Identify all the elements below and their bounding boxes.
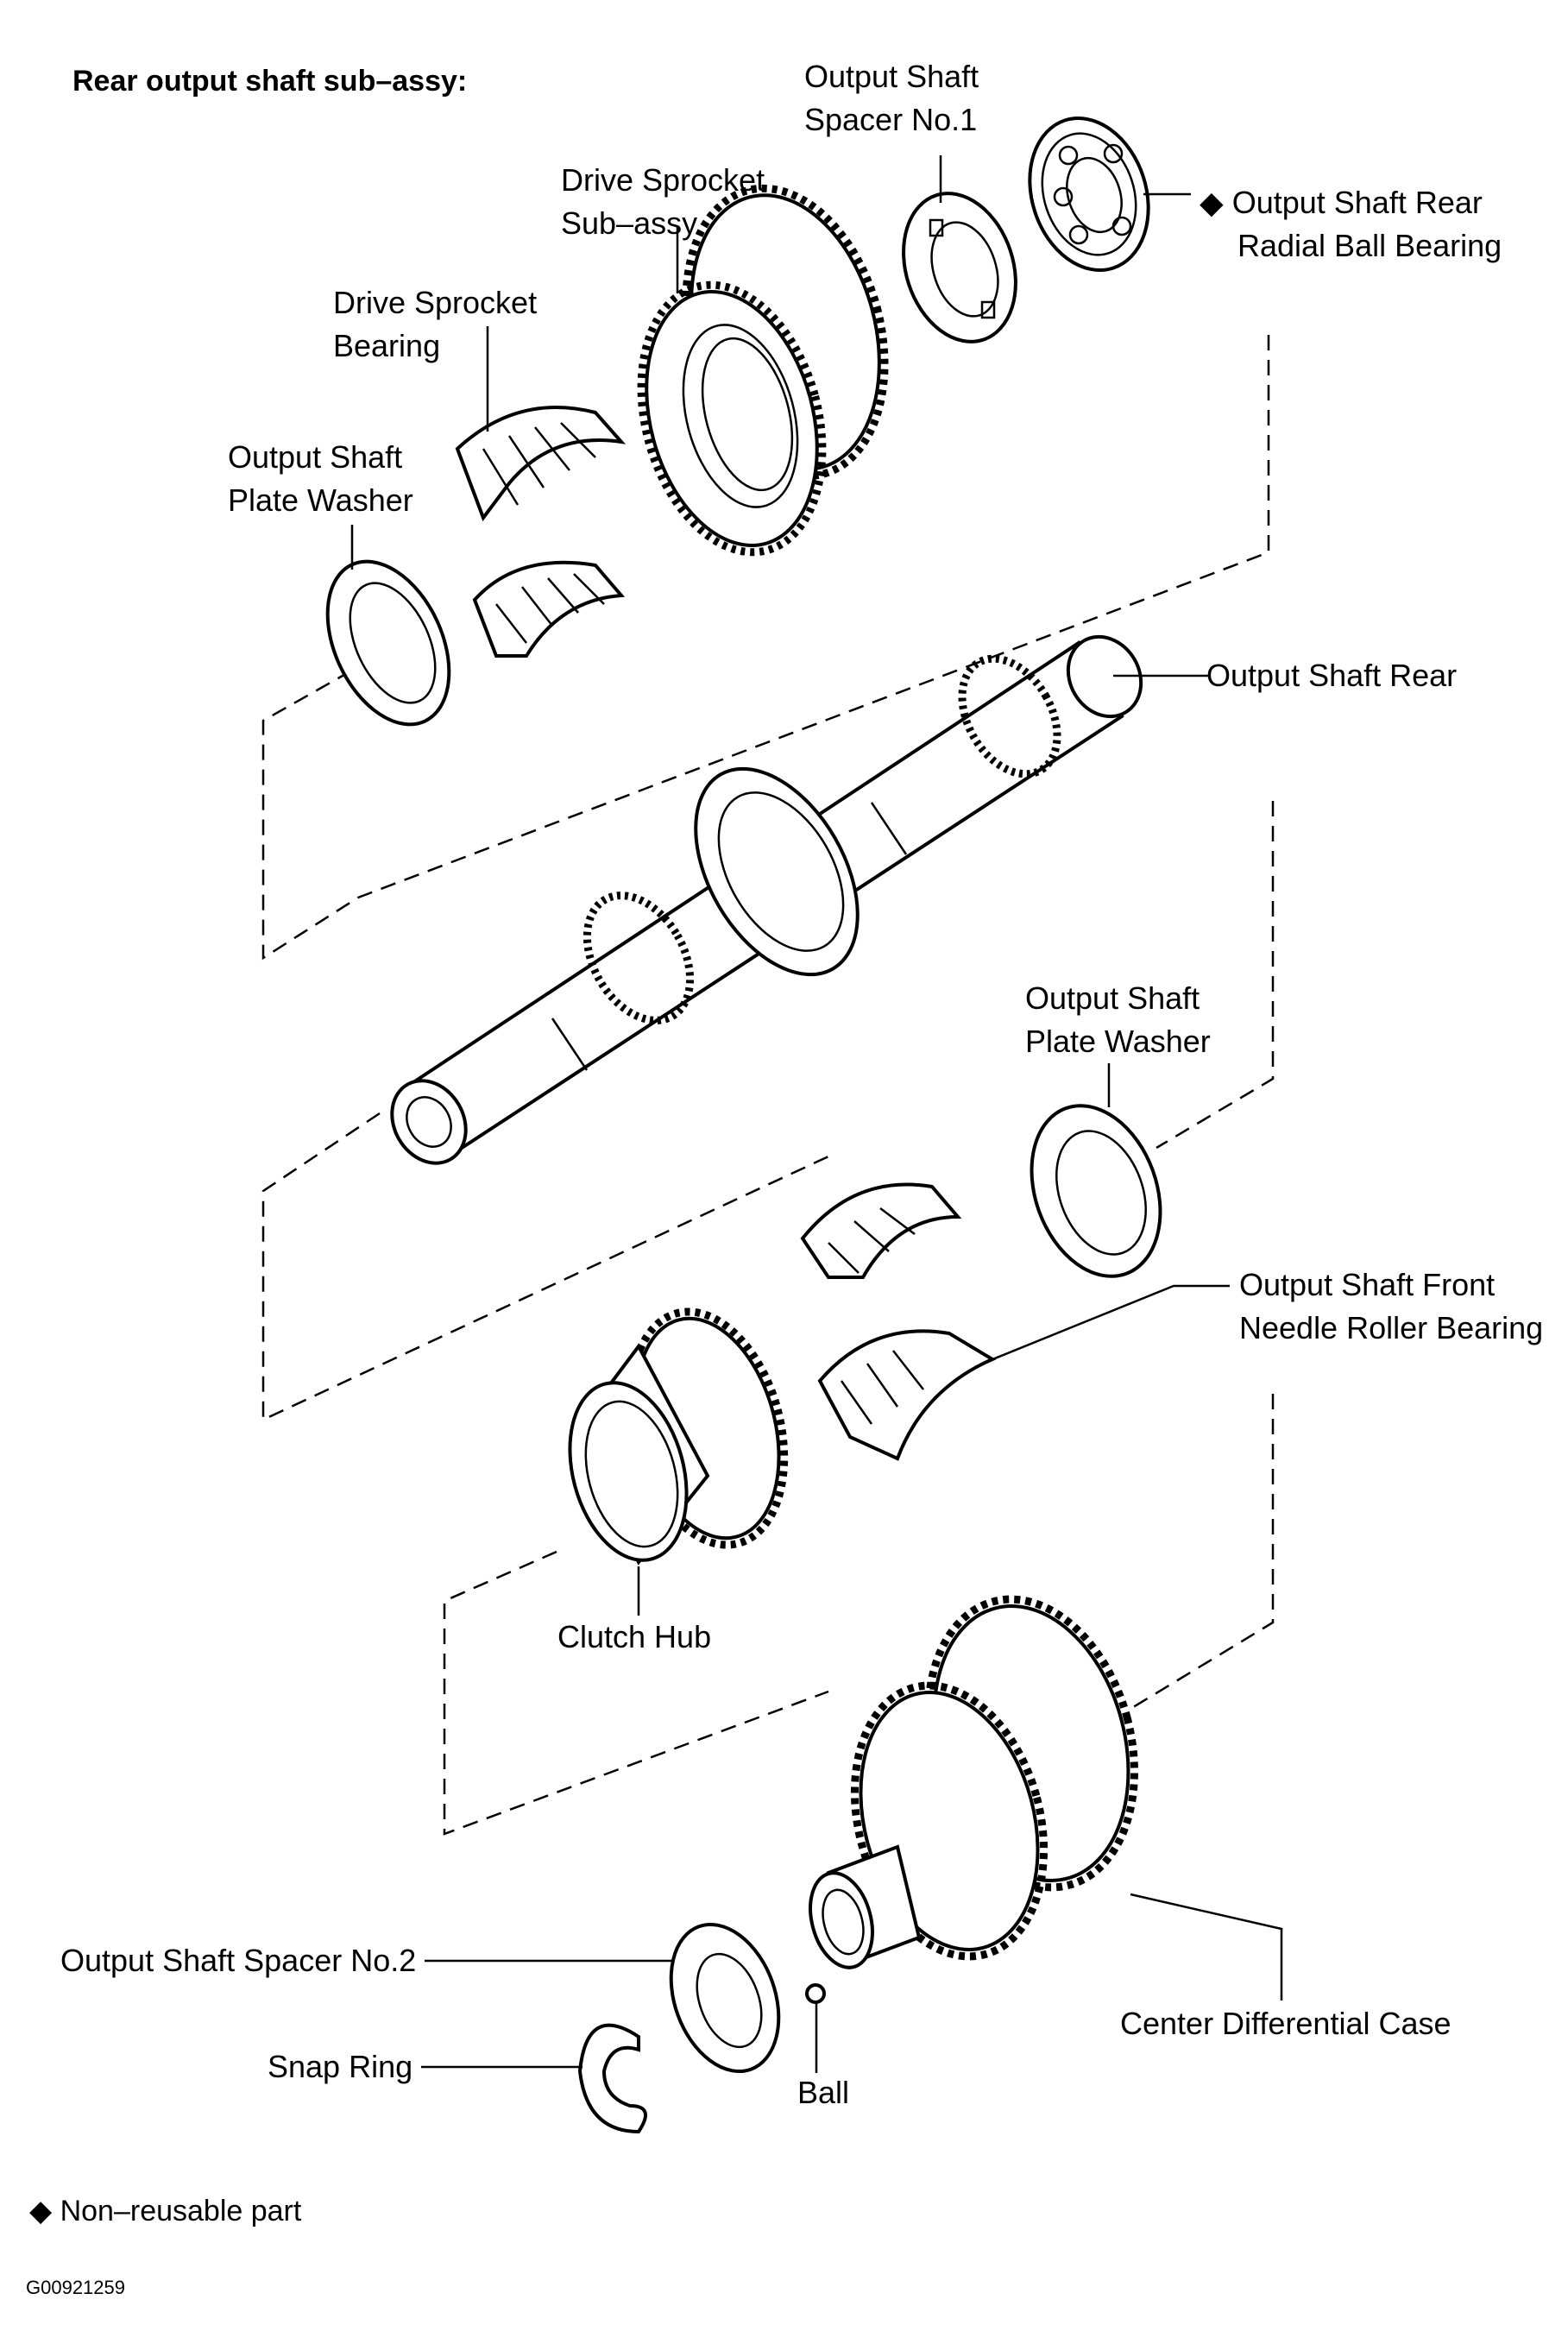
label-drive-sprocket-sub-assy: Drive Sprocket Sub–assy (561, 162, 765, 241)
label-drive-sprocket-bearing: Drive Sprocket Bearing (333, 285, 538, 363)
rear-radial-ball-bearing (1028, 117, 1150, 272)
label-plate-washer-top: Output Shaft Plate Washer (228, 439, 413, 518)
label-output-shaft-rear: Output Shaft Rear (1206, 658, 1458, 693)
group-box-upper (261, 335, 1270, 961)
front-needle-roller-bearing (800, 1182, 997, 1461)
output-shaft-spacer-no1 (902, 192, 1017, 343)
snap-ring (577, 2023, 647, 2134)
group-box-middle-left (261, 1112, 829, 1421)
legend-non-reusable: ◆ Non–reusable part (29, 2195, 302, 2227)
label-plate-washer-middle: Output Shaft Plate Washer (1025, 980, 1211, 1059)
label-front-needle-roller-bearing: Output Shaft Front Needle Roller Bearing (1239, 1267, 1544, 1345)
clutch-hub (568, 1307, 789, 1566)
label-output-shaft-spacer-no1: Output Shaft Spacer No.1 (804, 59, 979, 137)
diagram-title: Rear output shaft sub–assy: (72, 65, 468, 98)
drive-sprocket-sub-assy (637, 184, 889, 557)
output-shaft-spacer-no2 (669, 1922, 781, 2074)
label-clutch-hub: Clutch Hub (557, 1619, 712, 1654)
center-differential-case (809, 1595, 1138, 1969)
ball (805, 1983, 826, 2004)
plate-washer-top (325, 559, 451, 727)
group-box-middle (1156, 801, 1275, 1150)
group-box-lower-left (443, 1550, 829, 1836)
label-ball: Ball (797, 2075, 850, 2110)
output-shaft-rear (390, 634, 1143, 1165)
drive-sprocket-bearing (455, 406, 627, 658)
leader-lines (350, 155, 1283, 2073)
label-output-shaft-spacer-no2: Output Shaft Spacer No.2 (60, 1943, 417, 1978)
group-box-lower (1130, 1394, 1275, 1711)
figure-code: G00921259 (26, 2277, 125, 2298)
label-center-differential-case: Center Differential Case (1120, 2006, 1452, 2041)
label-rear-radial-ball-bearing: ◆ Output Shaft Rear Radial Ball Bearing (1200, 185, 1502, 263)
plate-washer-middle (1030, 1104, 1162, 1278)
label-snap-ring: Snap Ring (268, 2049, 413, 2084)
